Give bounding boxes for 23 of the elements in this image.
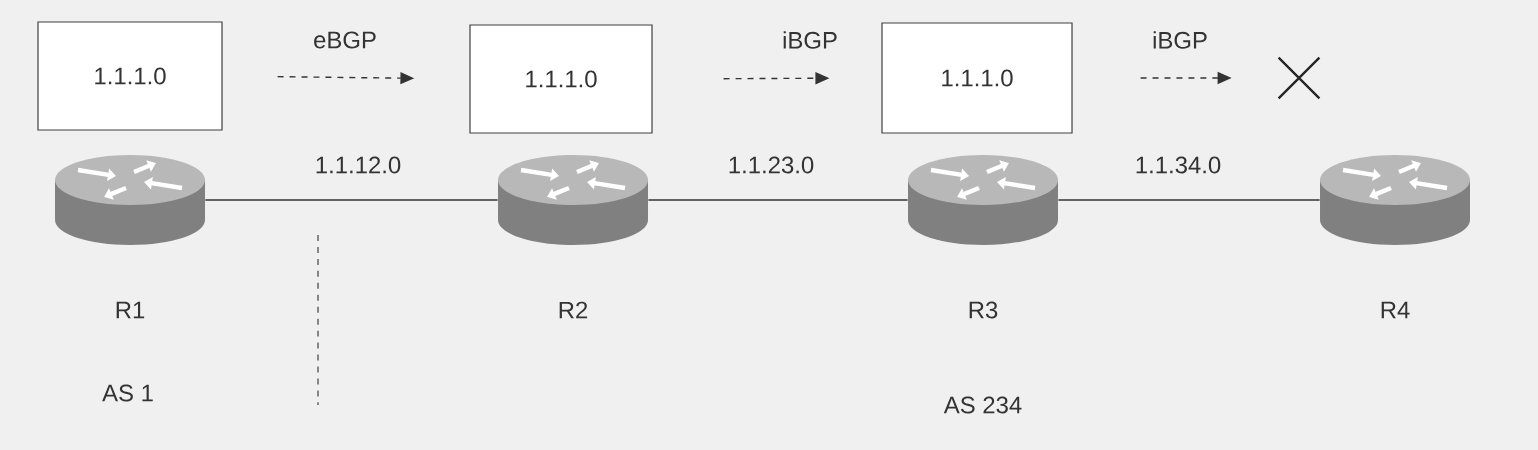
edge-label: eBGP: [314, 31, 376, 49]
router-label: R1: [116, 301, 145, 319]
prefix-box: 1.1.1.0: [37, 21, 223, 131]
router-label: R2: [559, 301, 588, 319]
router-icon: [55, 155, 205, 245]
router-label: R3: [969, 301, 998, 319]
prefix-box: 1.1.1.0: [469, 24, 653, 134]
connection-line: [204, 199, 499, 201]
router-icon: [908, 155, 1058, 245]
connection-line: [1057, 199, 1321, 201]
edge-label: 1.1.23.0: [729, 156, 814, 174]
network-label: AS 234: [943, 396, 1022, 414]
edge-label: iBGP: [1153, 31, 1207, 49]
router-label: R4: [1381, 301, 1410, 319]
prefix-box: 1.1.1.0: [881, 22, 1073, 134]
edge-label: iBGP: [783, 31, 837, 49]
network-label: AS 1: [102, 384, 153, 402]
cross-mark: [1277, 56, 1321, 100]
router-icon: [1320, 155, 1470, 245]
edge-label: 1.1.34.0: [1136, 156, 1221, 174]
router-icon: [498, 155, 648, 245]
connection-line: [647, 199, 909, 201]
edge-label: 1.1.12.0: [316, 156, 401, 174]
